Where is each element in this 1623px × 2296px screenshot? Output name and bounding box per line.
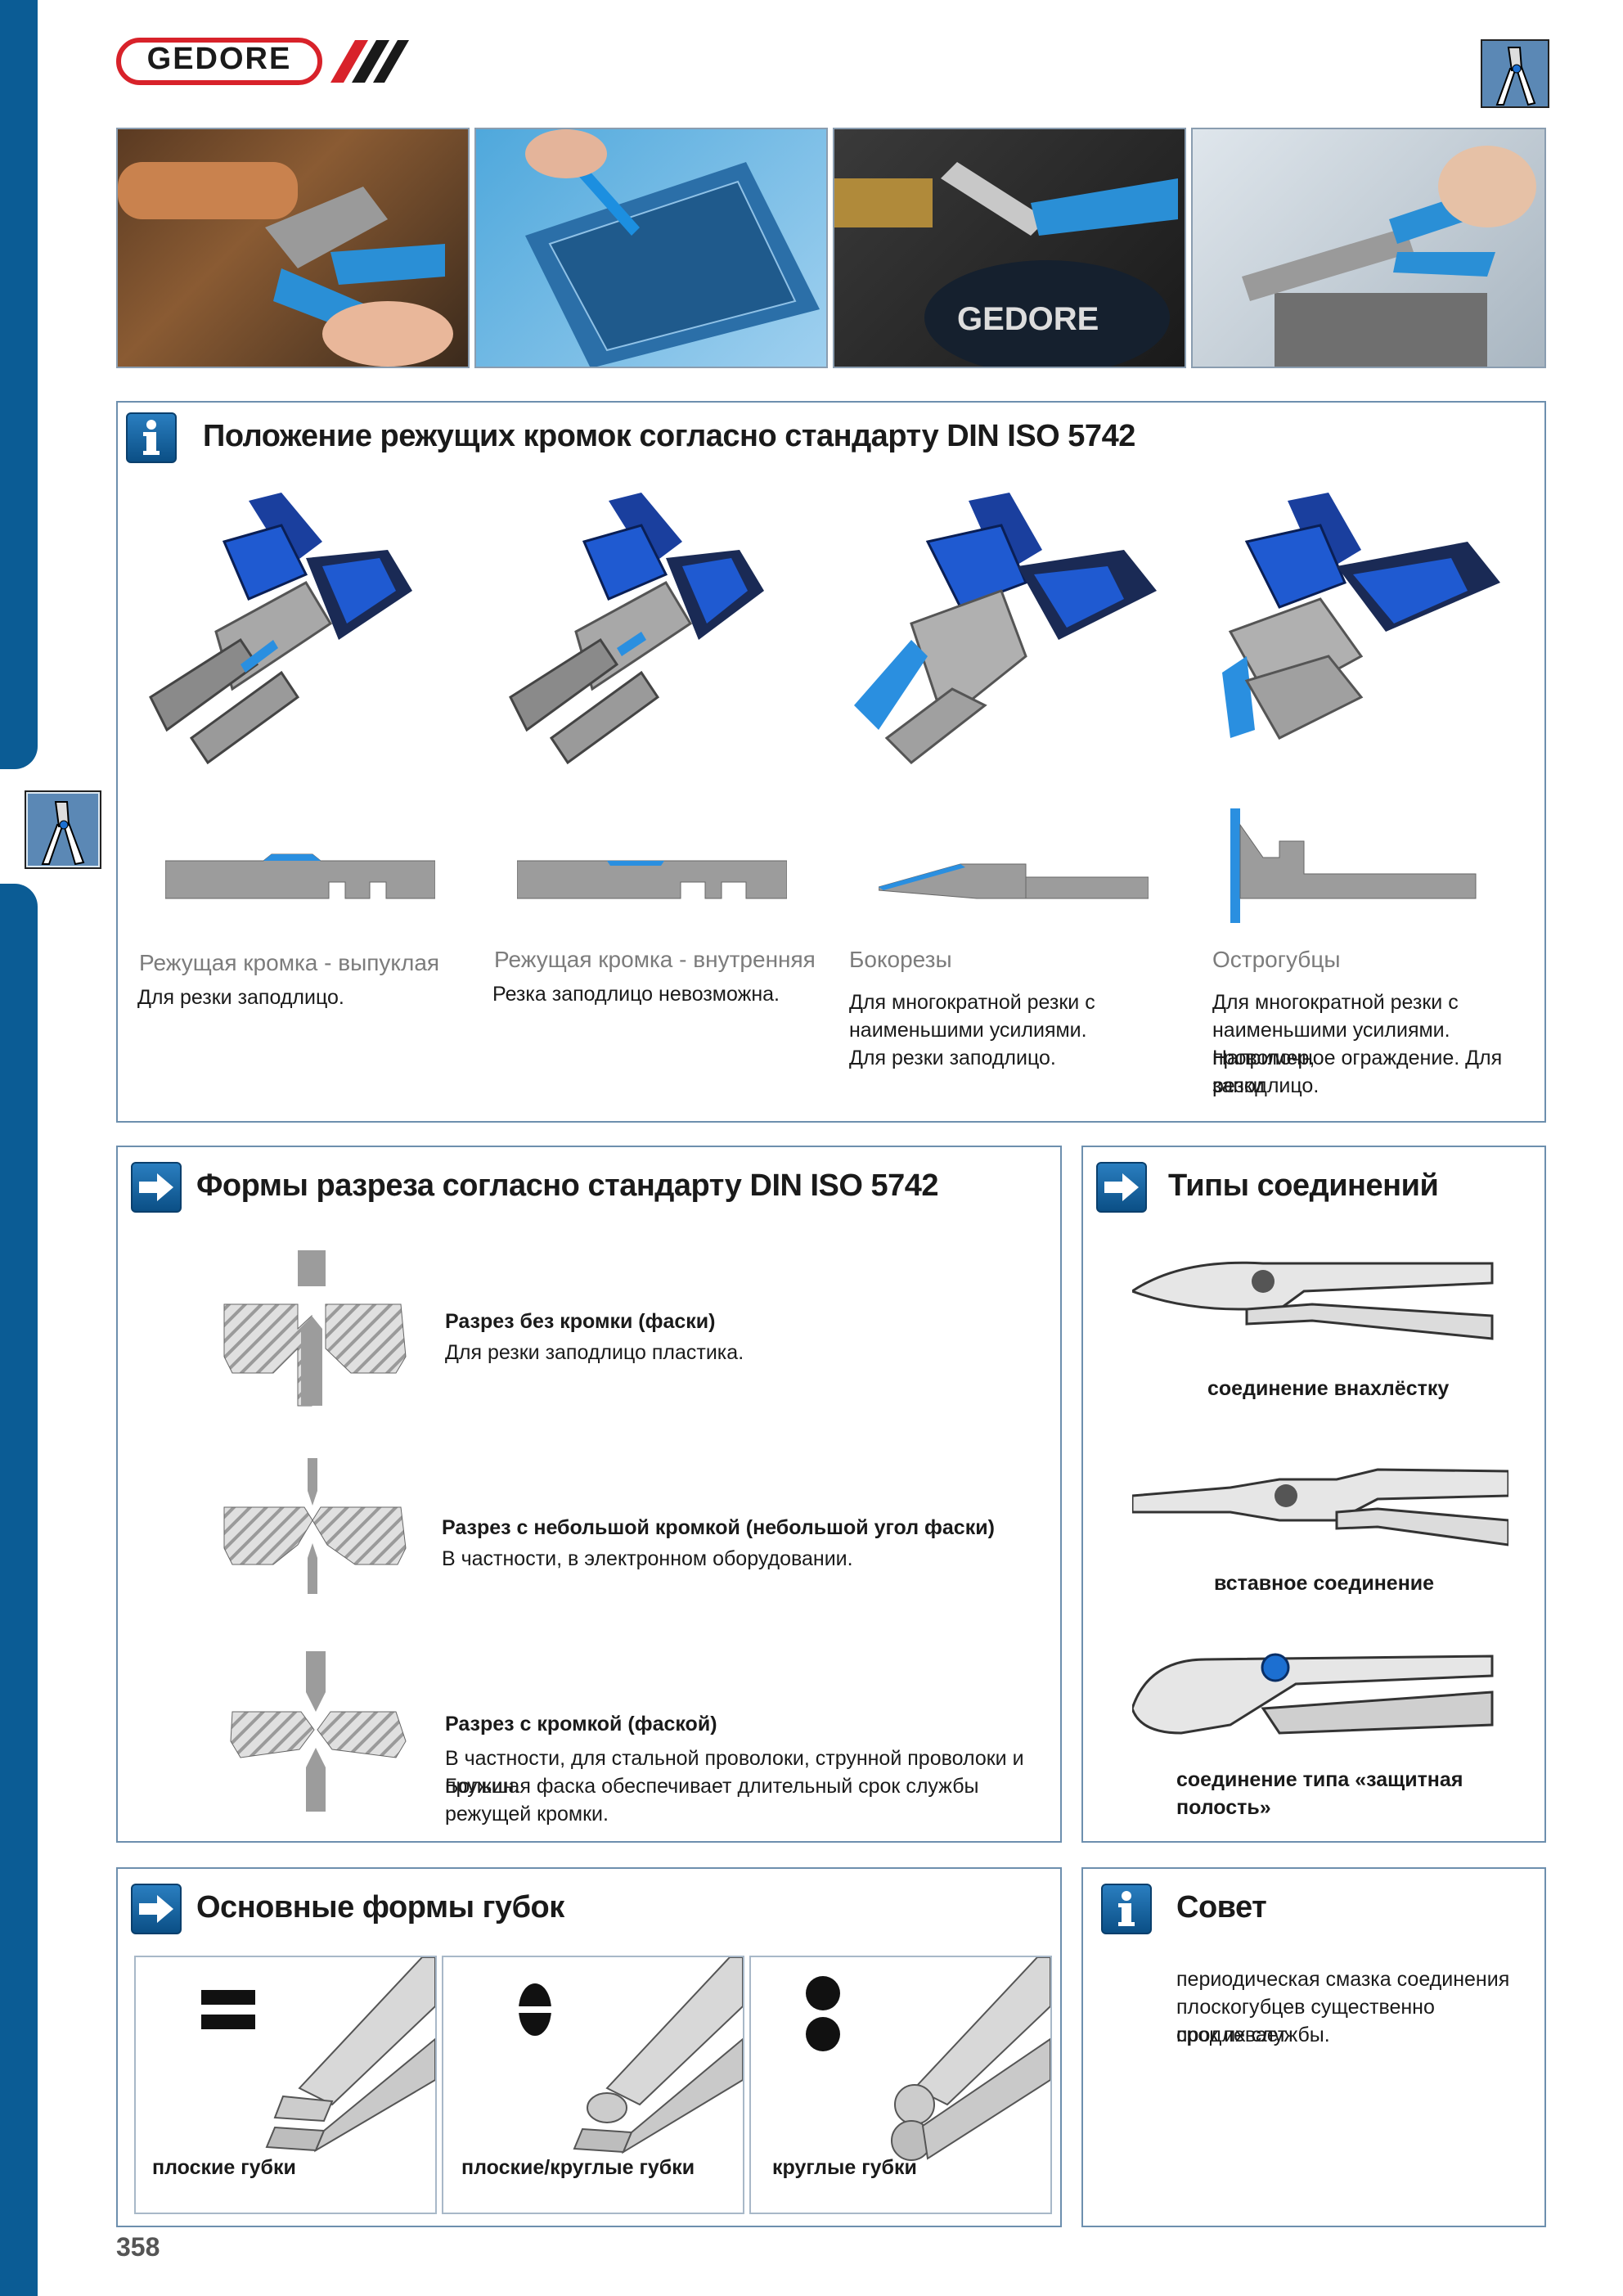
pliers-combination-convex-illustration (149, 493, 412, 765)
cut-heading-2: Разрез с небольшой кромкой (небольшой уг… (442, 1516, 995, 1539)
jaw-label-2: плоские/круглые губки (461, 2156, 695, 2179)
edge-desc-4-line1: Для многократной резки с (1212, 991, 1459, 1014)
edge-heading-2: Режущая кромка - внутренняя (494, 947, 816, 972)
jaw-shapes-panel: Основные формы губок плоские губки плоск… (116, 1867, 1062, 2227)
photo-pliers-vise (1191, 128, 1546, 368)
cutting-edge-position-panel: Положение режущих кромок согласно станда… (116, 401, 1546, 1123)
box-joint-pliers-illustration (1132, 1468, 1508, 1546)
edge-desc-4-line4: заподлицо. (1212, 1074, 1320, 1097)
tip-panel: Совет периодическая смазка соединения пл… (1081, 1867, 1546, 2227)
edge-desc-3-line3: Для резки заподлицо. (849, 1047, 1056, 1069)
arrow-right-icon (131, 1162, 182, 1213)
section-title: Совет (1176, 1890, 1267, 1925)
cut-desc-1: Для резки заподлицо пластика. (445, 1341, 744, 1364)
flat-jaws-symbol-icon (201, 1990, 255, 2029)
sidebar-bar-top (0, 0, 38, 769)
cut-bevel-diagram (230, 1651, 407, 1812)
flat-jaws-box: плоские губки (134, 1956, 437, 2214)
section-title: Основные формы губок (196, 1890, 564, 1925)
protected-joint-pliers-illustration (1132, 1653, 1494, 1735)
gedore-logo[interactable]: GEDORE (116, 36, 411, 87)
edge-heading-1: Режущая кромка - выпуклая (139, 950, 440, 975)
edge-heading-3: Бокорезы (849, 947, 952, 972)
round-jaws-illustration (891, 1957, 1050, 2161)
tip-text-line1: периодическая смазка соединения (1176, 1968, 1510, 1991)
cut-shapes-panel: Формы разреза согласно стандарту DIN ISO… (116, 1146, 1062, 1843)
photo-pliers-circuit-board (474, 128, 828, 368)
flat-round-jaws-illustration (573, 1957, 743, 2154)
category-pliers-icon[interactable] (1481, 39, 1549, 108)
edge-desc-1: Для резки заподлицо. (137, 986, 344, 1009)
cut-no-bevel-diagram (223, 1250, 407, 1407)
page-number: 358 (116, 2232, 160, 2262)
end-cutter-illustration (1222, 493, 1500, 740)
joint-label-1: соединение внахлёстку (1207, 1377, 1450, 1400)
flat-round-jaws-symbol-icon (517, 1983, 555, 2036)
tip-text-line2: плоскогубцев существенно продлевает (1176, 1996, 1435, 2046)
sidebar-pliers-icon[interactable] (25, 790, 101, 869)
section-title: Формы разреза согласно стандарту DIN ISO… (196, 1168, 939, 1203)
end-cutter-profile (1230, 808, 1477, 923)
edge-desc-3-line2: наименьшими усилиями. (849, 1019, 1087, 1042)
joint-label-3: соединение типа «защитная полость» (1176, 1768, 1463, 1819)
arrow-right-icon (131, 1884, 182, 1934)
joint-label-2: вставное соединение (1214, 1572, 1435, 1595)
cut-desc-3-line1: В частности, для стальной проволоки, стр… (445, 1747, 1024, 1798)
svg-text:GEDORE: GEDORE (957, 301, 1099, 337)
edge-desc-2: Резка заподлицо невозможна. (492, 983, 780, 1006)
cut-small-bevel-diagram (223, 1458, 407, 1594)
lap-joint-pliers-illustration (1132, 1261, 1494, 1340)
side-cutter-illustration (854, 493, 1157, 764)
side-cutter-profile (879, 863, 1149, 899)
cut-desc-2: В частности, в электронном оборудовании. (442, 1547, 853, 1570)
logo-text: GEDORE (146, 42, 292, 76)
internal-edge-profile (517, 860, 787, 899)
edge-desc-4-line3: проволочное ограждение. Для резки (1212, 1047, 1503, 1097)
photo-pliers-copper-pipe (116, 128, 470, 368)
section-title: Положение режущих кромок согласно станда… (203, 419, 1135, 453)
info-icon (126, 412, 177, 463)
edge-desc-3-line1: Для многократной резки с (849, 991, 1095, 1014)
edge-heading-4: Острогубцы (1212, 947, 1341, 972)
flat-round-jaws-box: плоские/круглые губки (442, 1956, 744, 2214)
photo-pliers-pipe-fitting: GEDORE (833, 128, 1186, 368)
flat-jaws-illustration (265, 1957, 435, 2153)
jaw-label-3: круглые губки (772, 2156, 917, 2179)
round-jaws-symbol-icon (806, 1976, 840, 2051)
section-title: Типы соединений (1168, 1168, 1439, 1203)
cut-heading-1: Разрез без кромки (фаски) (445, 1310, 716, 1333)
pliers-combination-internal-illustration (509, 493, 764, 765)
edge-desc-4-line2: наименьшими усилиями. Например, (1212, 1019, 1450, 1069)
convex-edge-profile (165, 853, 435, 899)
cut-desc-3-line2: Большая фаска обеспечивает длительный ср… (445, 1775, 979, 1826)
jaw-label-1: плоские губки (152, 2156, 296, 2179)
joint-types-panel: Типы соединений соединение внахлёстку вс… (1081, 1146, 1546, 1843)
arrow-right-icon (1096, 1162, 1147, 1213)
cut-heading-3: Разрез с кромкой (фаской) (445, 1713, 717, 1736)
tip-text-line3: срок их службы. (1176, 2024, 1330, 2046)
sidebar-bar-bottom (0, 884, 38, 2296)
info-icon (1101, 1884, 1152, 1934)
round-jaws-box: круглые губки (749, 1956, 1052, 2214)
